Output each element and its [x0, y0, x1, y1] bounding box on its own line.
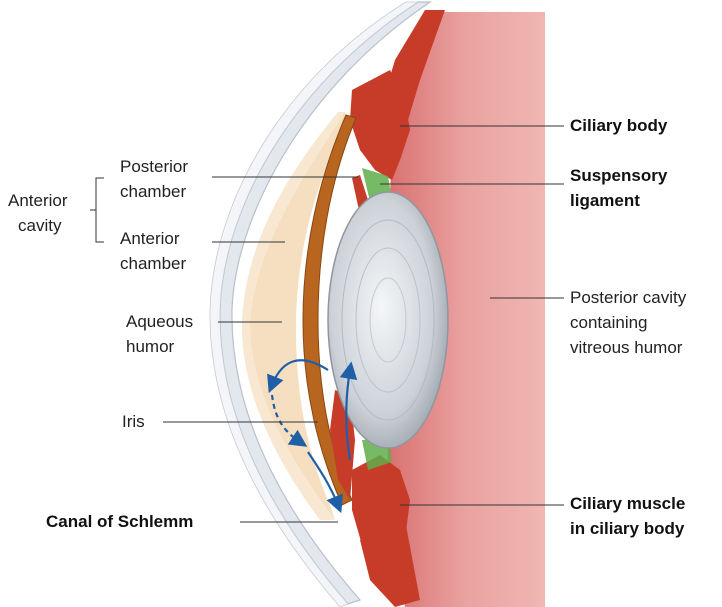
- label-posterior-chamber-line1: Posterior: [120, 157, 188, 176]
- label-suspensory-line2: ligament: [570, 191, 640, 210]
- label-canal-of-schlemm: Canal of Schlemm: [46, 512, 193, 531]
- label-ciliary-muscle-line2: in ciliary body: [570, 519, 685, 538]
- anterior-cavity-bracket: [90, 178, 104, 242]
- label-ciliary-muscle-line1: Ciliary muscle: [570, 494, 685, 513]
- label-anterior-cavity-line2: cavity: [18, 216, 62, 235]
- label-anterior-cavity-line1: Anterior: [8, 191, 68, 210]
- label-posterior-cavity-line3: vitreous humor: [570, 338, 683, 357]
- label-anterior-chamber-line1: Anterior: [120, 229, 180, 248]
- label-posterior-chamber-line2: chamber: [120, 182, 186, 201]
- label-suspensory-line1: Suspensory: [570, 166, 668, 185]
- label-aqueous-line2: humor: [126, 337, 175, 356]
- label-aqueous-line1: Aqueous: [126, 312, 193, 331]
- label-posterior-cavity-line1: Posterior cavity: [570, 288, 687, 307]
- label-posterior-cavity-line2: containing: [570, 313, 648, 332]
- label-anterior-chamber-line2: chamber: [120, 254, 186, 273]
- label-iris: Iris: [122, 412, 145, 431]
- label-ciliary-body: Ciliary body: [570, 116, 668, 135]
